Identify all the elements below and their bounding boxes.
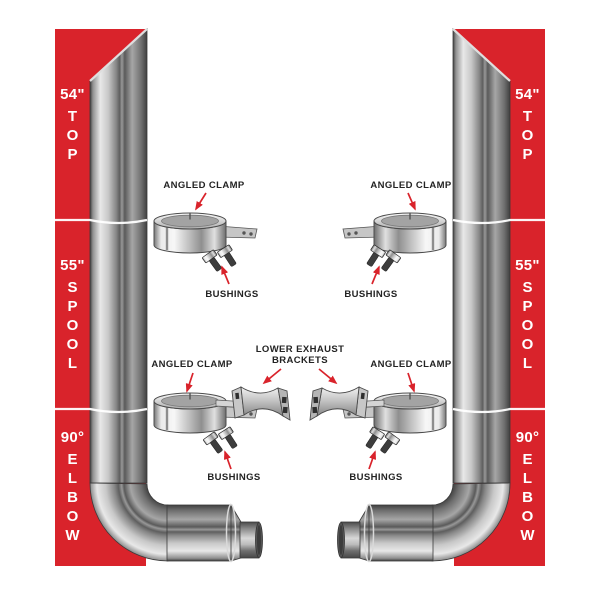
left-elbow-angle-label: 90°	[60, 429, 85, 446]
angled-clamp-label-lower-right: ANGLED CLAMP	[370, 359, 452, 370]
bushings-label-upper-left: BUSHINGS	[205, 289, 259, 300]
left-stack-pipe	[89, 28, 263, 563]
bushings-label-upper-right: BUSHINGS	[344, 289, 398, 300]
bushings-label-lower-right: BUSHINGS	[349, 472, 403, 483]
lower-exhaust-brackets-label-line2: BRACKETS	[272, 355, 328, 366]
angled-clamp-label-upper-right: ANGLED CLAMP	[370, 180, 452, 191]
right-stack-pipe	[337, 28, 511, 563]
left-top-length-label: 54"	[60, 85, 85, 103]
lower-exhaust-brackets-label: LOWER EXHAUST BRACKETS	[256, 344, 345, 366]
angled-clamp-upper-left-graphic	[152, 211, 259, 255]
right-elbow-angle-label: 90°	[515, 429, 540, 446]
left-spool-length-label: 55"	[60, 257, 85, 274]
angled-clamp-upper-right-graphic	[341, 211, 448, 255]
angled-clamp-label-upper-left: ANGLED CLAMP	[163, 180, 245, 191]
right-spool-length-label: 55"	[515, 257, 540, 274]
lower-exhaust-brackets-label-line1: LOWER EXHAUST	[255, 344, 345, 355]
right-top-length-label: 54"	[515, 85, 540, 103]
section-divider-lines	[55, 218, 545, 414]
angled-clamp-label-lower-left: ANGLED CLAMP	[151, 359, 233, 370]
bushings-label-lower-left: BUSHINGS	[207, 472, 261, 483]
callout-arrows	[185, 192, 416, 470]
